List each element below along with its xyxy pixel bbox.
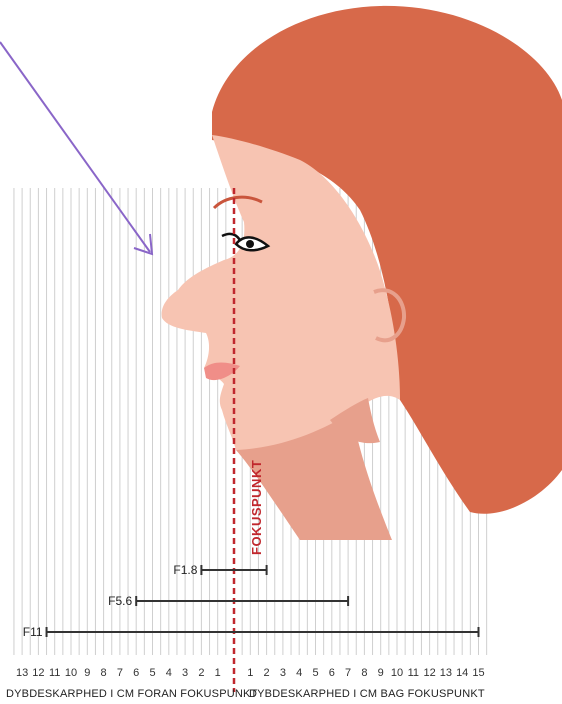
aperture-label: F5.6 — [108, 594, 132, 608]
tick-front: 3 — [182, 667, 188, 679]
eyelash — [222, 234, 240, 240]
tick-back: 11 — [408, 667, 419, 679]
tick-back: 8 — [361, 667, 367, 679]
tick-back: 3 — [280, 667, 286, 679]
tick-back: 10 — [391, 667, 403, 679]
tick-back: 15 — [472, 667, 484, 679]
face-profile-icon — [162, 6, 562, 540]
tick-front: 11 — [49, 667, 60, 679]
aperture-label: F11 — [23, 625, 43, 639]
tick-back: 9 — [378, 667, 384, 679]
tick-back: 2 — [264, 667, 270, 679]
tick-front: 12 — [32, 667, 44, 679]
tick-back: 6 — [329, 667, 335, 679]
focus-label: FOKUSPUNKT — [249, 460, 264, 555]
tick-front: 9 — [84, 667, 90, 679]
aperture-label: F1.8 — [173, 563, 197, 577]
pupil — [246, 240, 254, 248]
diagonal-arrow-icon — [0, 42, 152, 254]
tick-front: 4 — [166, 667, 172, 679]
tick-front: 6 — [133, 667, 139, 679]
tick-back: 4 — [296, 667, 302, 679]
tick-back: 12 — [423, 667, 435, 679]
tick-back: 5 — [312, 667, 318, 679]
tick-back: 14 — [456, 667, 468, 679]
tick-back: 13 — [440, 667, 452, 679]
tick-back: 7 — [345, 667, 351, 679]
tick-front: 2 — [198, 667, 204, 679]
tick-front: 7 — [117, 667, 123, 679]
caption-back: DYBDESKARPHED I CM BAG FOKUSPUNKT — [249, 688, 485, 700]
tick-back: 1 — [247, 667, 253, 679]
tick-front: 8 — [101, 667, 107, 679]
caption-front: DYBDESKARPHED I CM FORAN FOKUSPUNKT — [6, 688, 258, 700]
tick-front: 13 — [16, 667, 28, 679]
tick-front: 10 — [65, 667, 77, 679]
tick-front: 5 — [149, 667, 155, 679]
tick-front: 1 — [215, 667, 221, 679]
